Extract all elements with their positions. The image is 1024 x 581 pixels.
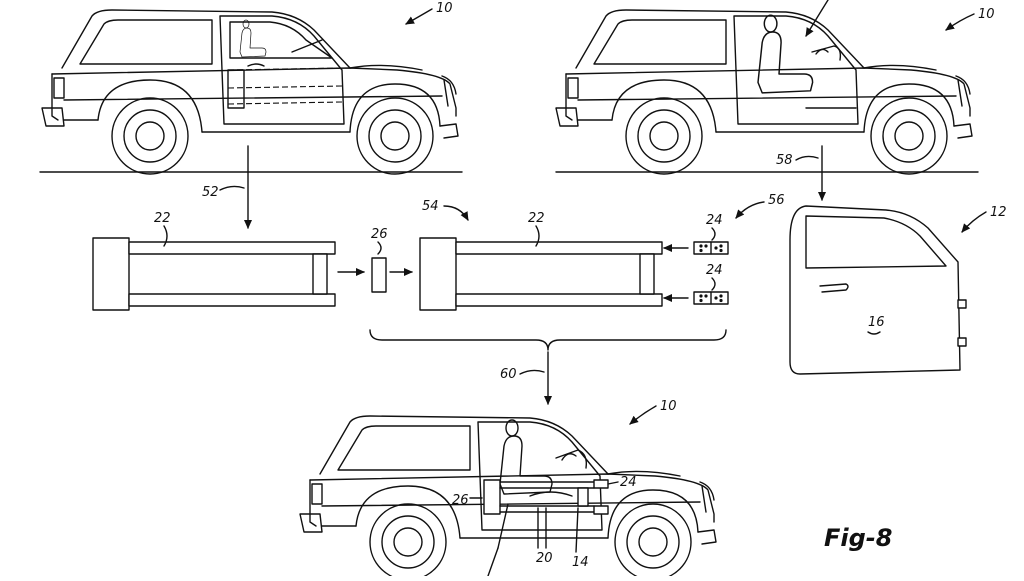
ref-58: 58 xyxy=(776,153,793,168)
bracket-24-lower xyxy=(693,291,729,305)
figure-caption: Fig-8 xyxy=(824,524,892,552)
truck-top-right xyxy=(555,9,973,175)
ref-22-right: 22 xyxy=(528,211,545,226)
ref-12: 12 xyxy=(990,205,1007,220)
ref-54: 54 xyxy=(422,199,439,214)
ref-14: 14 xyxy=(572,555,589,570)
rail-assembly-left xyxy=(92,237,336,311)
door-12 xyxy=(789,205,967,375)
ref-26-mid: 26 xyxy=(371,227,388,242)
ref-10-top-right: 10 xyxy=(978,7,995,22)
bracket-24-upper xyxy=(693,241,729,255)
ref-24-upper: 24 xyxy=(706,213,723,228)
ref-22-left: 22 xyxy=(154,211,171,226)
ref-26-bottom: 26 xyxy=(452,493,469,508)
ref-56: 56 xyxy=(768,193,785,208)
block-26 xyxy=(371,257,387,293)
ref-52: 52 xyxy=(202,185,219,200)
rail-assembly-right xyxy=(419,237,663,311)
ref-16: 16 xyxy=(868,315,885,330)
ref-24-lower: 24 xyxy=(706,263,723,278)
group-brace xyxy=(369,329,727,351)
ref-10-top-left: 10 xyxy=(436,1,453,16)
truck-bottom xyxy=(299,415,717,581)
truck-top-left xyxy=(41,9,459,175)
ref-20: 20 xyxy=(536,551,553,566)
ref-60: 60 xyxy=(500,367,517,382)
ref-24-bottom: 24 xyxy=(620,475,637,490)
ref-10-bottom: 10 xyxy=(660,399,677,414)
